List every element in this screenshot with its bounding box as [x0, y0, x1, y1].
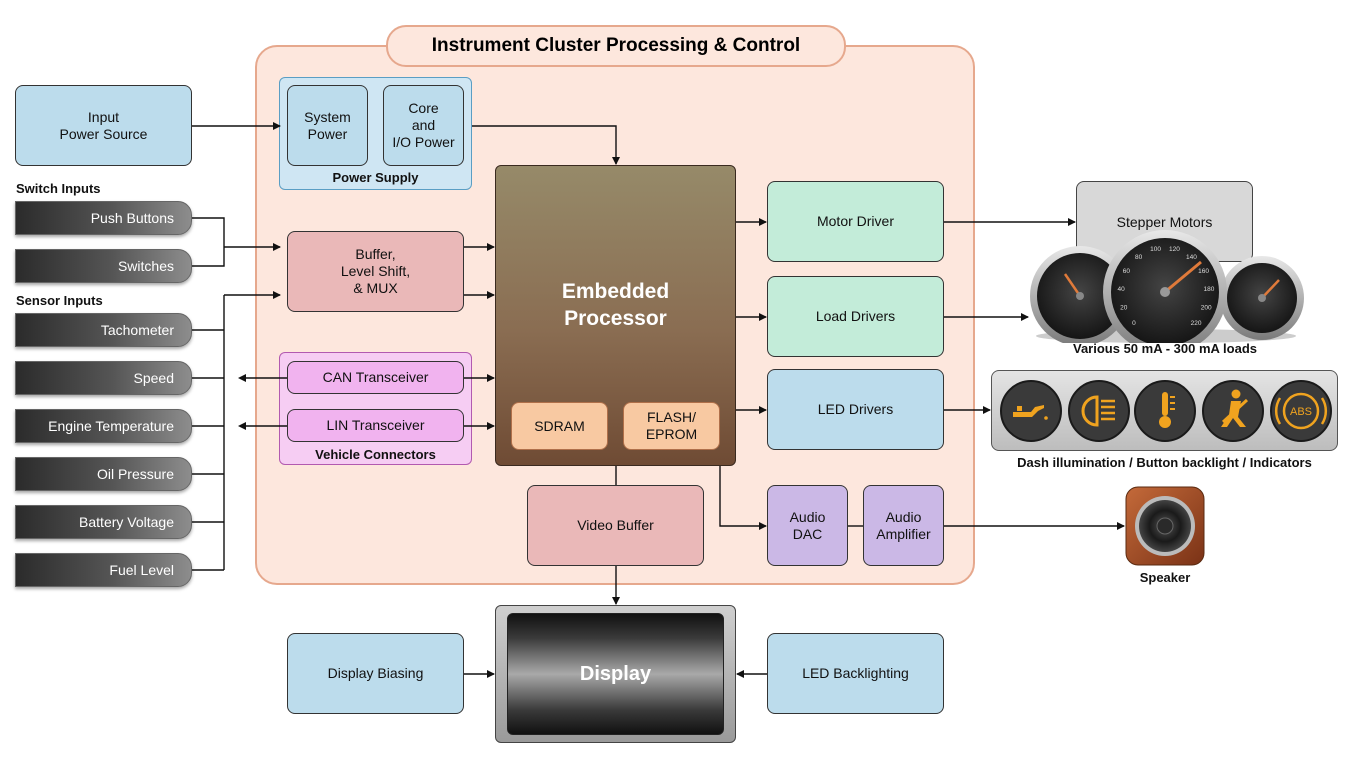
flash-eprom-block: FLASH/ EPROM: [623, 402, 720, 450]
speaker-caption: Speaker: [1139, 570, 1191, 585]
led-drivers: LED Drivers: [767, 369, 944, 450]
fuel-level-input: Fuel Level: [15, 553, 192, 587]
audio-dac: Audio DAC: [767, 485, 848, 566]
page-title: Instrument Cluster Processing & Control: [386, 25, 846, 67]
tachometer-input: Tachometer: [15, 313, 192, 347]
vehicle-connectors-label: Vehicle Connectors: [315, 447, 436, 462]
buffer-level-shift-mux: Buffer, Level Shift, & MUX: [287, 231, 464, 312]
indicators-caption: Dash illumination / Button backlight / I…: [1017, 455, 1312, 470]
speed-input: Speed: [15, 361, 192, 395]
battery-voltage-input: Battery Voltage: [15, 505, 192, 539]
audio-amplifier: Audio Amplifier: [863, 485, 944, 566]
sensor-inputs-heading: Sensor Inputs: [16, 293, 103, 308]
power-supply-label: Power Supply: [332, 170, 419, 185]
gauge-tick-label: 100: [1150, 246, 1161, 253]
abs-label: ABS: [1290, 406, 1312, 418]
gauge-tick-label: 220: [1191, 320, 1202, 327]
switch-inputs-heading: Switch Inputs: [16, 181, 101, 196]
oil-can-icon: [1000, 380, 1062, 442]
gauge-tick-label: 20: [1120, 304, 1128, 311]
led-backlighting: LED Backlighting: [767, 633, 944, 714]
speedometer-gauge: [1103, 230, 1227, 343]
gauge-tick-label: 80: [1135, 254, 1143, 261]
gauge-tick-label: 0: [1132, 320, 1136, 327]
display-screen: Display: [507, 613, 724, 735]
gauge-tick-label: 180: [1203, 286, 1214, 293]
processor-label: Embedded Processor: [561, 280, 670, 330]
sdram-block: SDRAM: [511, 402, 608, 450]
display-label: Display: [579, 662, 652, 685]
input-power-source: Input Power Source: [15, 85, 192, 166]
engine-temperature-input: Engine Temperature: [15, 409, 192, 443]
lin-transceiver: LIN Transceiver: [287, 409, 464, 442]
abs-warning-icon: ABS: [1270, 380, 1332, 442]
motor-driver: Motor Driver: [767, 181, 944, 262]
can-transceiver: CAN Transceiver: [287, 361, 464, 394]
wire-switch-bus: [192, 217, 225, 267]
core-io-power-block: Core and I/O Power: [383, 85, 464, 166]
load-drivers: Load Drivers: [767, 276, 944, 357]
gauge-tick-label: 200: [1201, 304, 1212, 311]
gauges-caption: Various 50 mA - 300 mA loads: [1073, 341, 1257, 356]
thermometer-icon: [1134, 380, 1196, 442]
headlight-icon: [1068, 380, 1130, 442]
gauge-tick-label: 60: [1123, 268, 1131, 275]
gauge-tick-label: 40: [1117, 286, 1125, 293]
video-buffer: Video Buffer: [527, 485, 704, 566]
gauge-tick-label: 160: [1198, 268, 1209, 275]
speaker-icon: [1125, 486, 1205, 566]
gauge-tick-label: 140: [1186, 254, 1197, 261]
gauge-tick-label: 120: [1169, 246, 1180, 253]
indicator-icons: ABS: [1000, 380, 1332, 442]
wire-processor-to-dac: [719, 466, 767, 530]
wire-core-to-processor: [472, 125, 620, 165]
system-power-block: System Power: [287, 85, 368, 166]
seatbelt-icon: [1202, 380, 1264, 442]
temperature-gauge: [1220, 256, 1304, 340]
tachometer-gauge: [1030, 246, 1130, 343]
oil-pressure-input: Oil Pressure: [15, 457, 192, 491]
push-buttons-input: Push Buttons: [15, 201, 192, 235]
switches-input: Switches: [15, 249, 192, 283]
display-biasing: Display Biasing: [287, 633, 464, 714]
